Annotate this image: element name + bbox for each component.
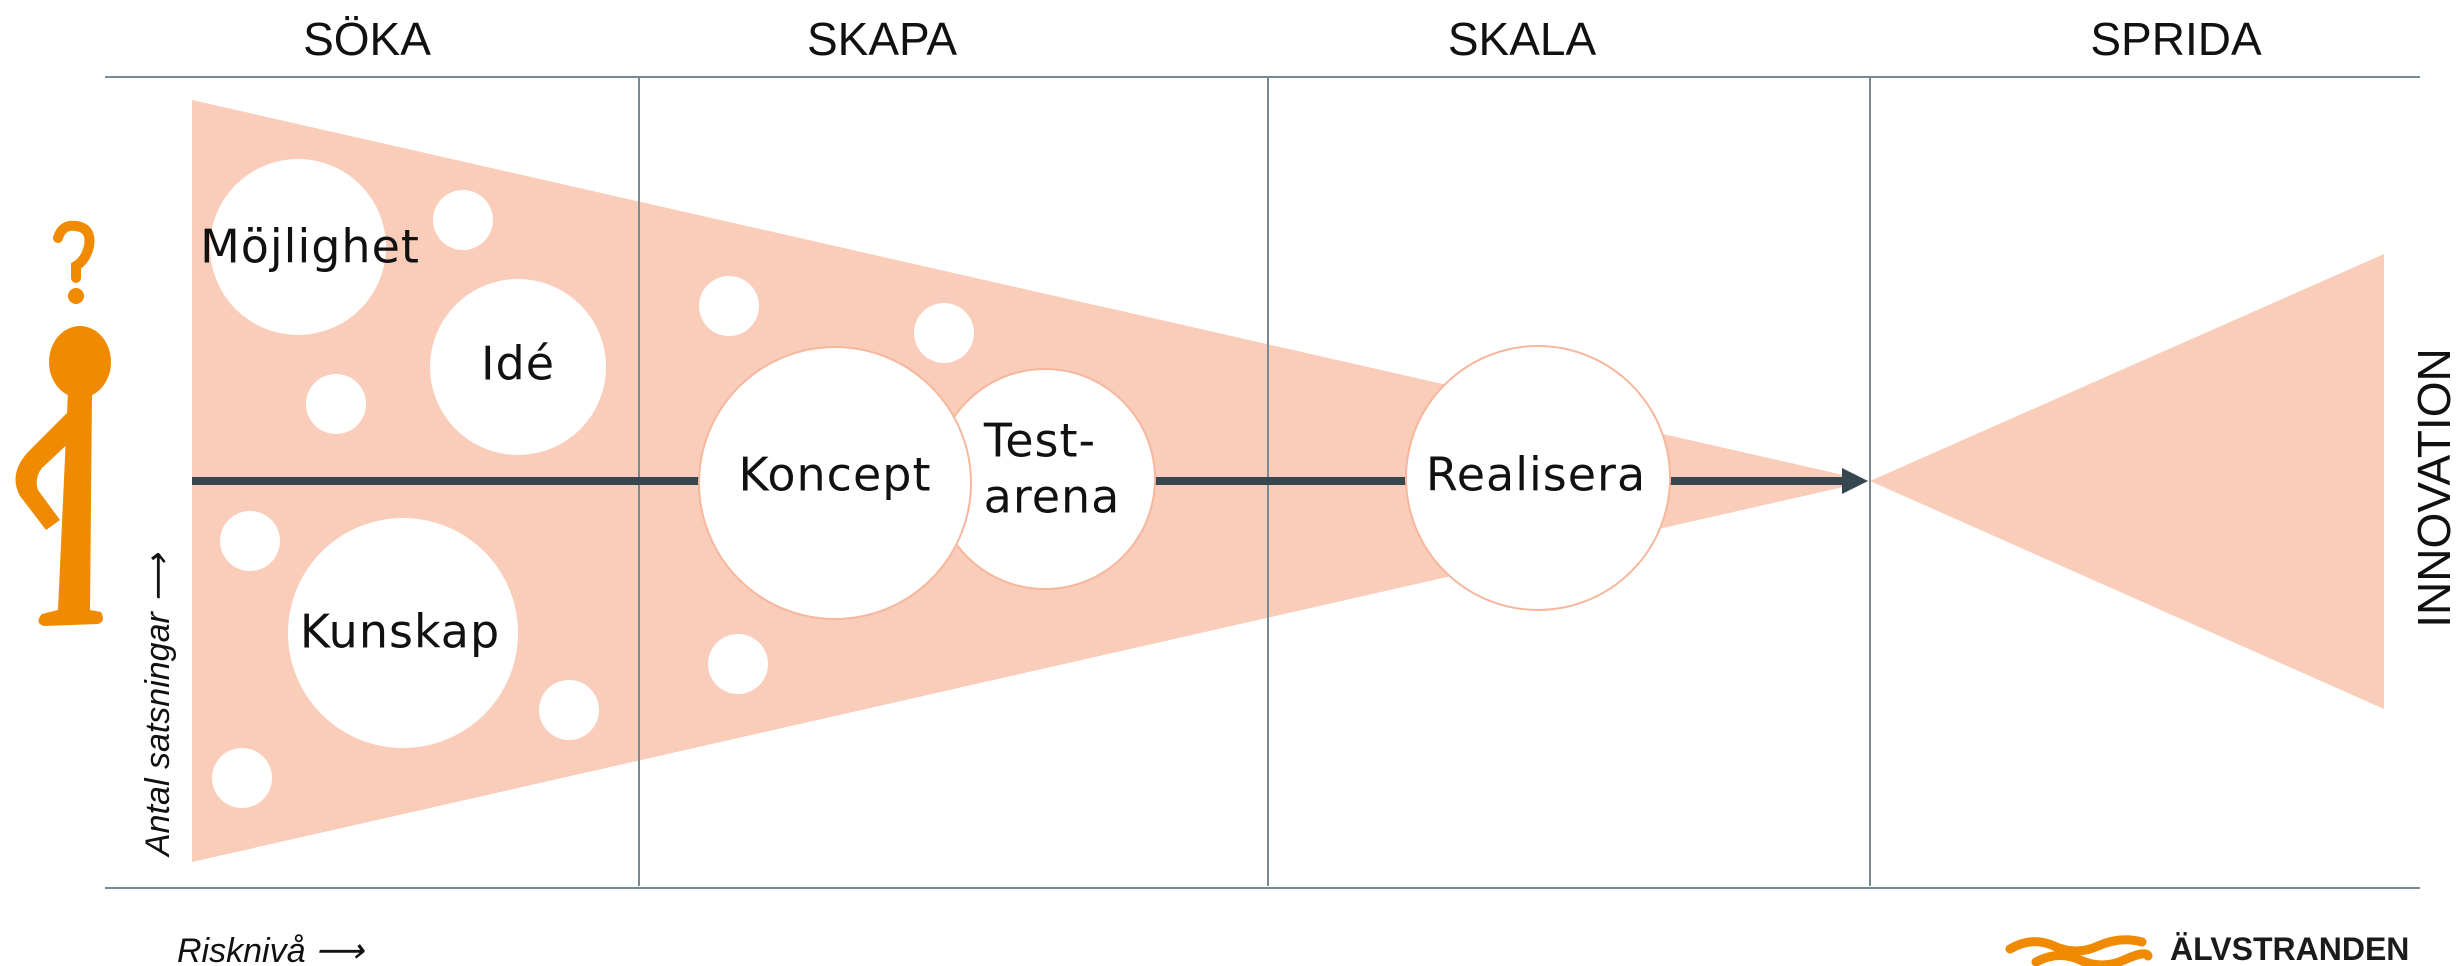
bubble-ide — [430, 279, 606, 455]
small-bubble — [914, 303, 974, 363]
process-arrowhead-icon — [1842, 468, 1868, 494]
bubble-realisera — [1405, 345, 1671, 611]
phase-heading-soka: SÖKA — [303, 13, 431, 65]
bubble-label-mojlighet: Möjlighet — [200, 220, 420, 274]
small-bubble — [212, 748, 272, 808]
small-bubble — [539, 680, 599, 740]
small-bubble — [433, 190, 493, 250]
wave-logo-icon — [2005, 935, 2153, 966]
bubble-label-realisera: Realisera — [1426, 448, 1646, 502]
small-bubble — [306, 374, 366, 434]
small-bubble — [699, 276, 759, 336]
y-axis-label: Antal satsningar ⟶ — [139, 553, 177, 858]
phase-heading-skapa: SKAPA — [807, 13, 957, 65]
bubble-kunskap — [288, 518, 518, 748]
small-bubble — [220, 511, 280, 571]
bubble-label-arena: arena — [984, 470, 1121, 524]
bubble-koncept — [698, 346, 972, 620]
brand-wordmark: ÄLVSTRANDEN — [2170, 931, 2409, 966]
innovation-label: INNOVATION — [2408, 348, 2460, 627]
phase-heading-skala: SKALA — [1448, 13, 1597, 65]
bubble-label-test: Test- — [983, 414, 1096, 468]
bubble-label-ide: Idé — [481, 337, 555, 391]
phase-heading-sprida: SPRIDA — [2090, 13, 2262, 65]
bubble-mojlighet — [210, 159, 386, 335]
small-bubble — [708, 634, 768, 694]
bubble-label-kunskap: Kunskap — [300, 605, 500, 659]
bubble-label-koncept: Koncept — [739, 448, 932, 502]
person-thinking-icon — [15, 220, 111, 626]
x-axis-label: Risknivå ⟶ — [177, 932, 365, 966]
spread-funnel-shape — [1870, 254, 2384, 709]
